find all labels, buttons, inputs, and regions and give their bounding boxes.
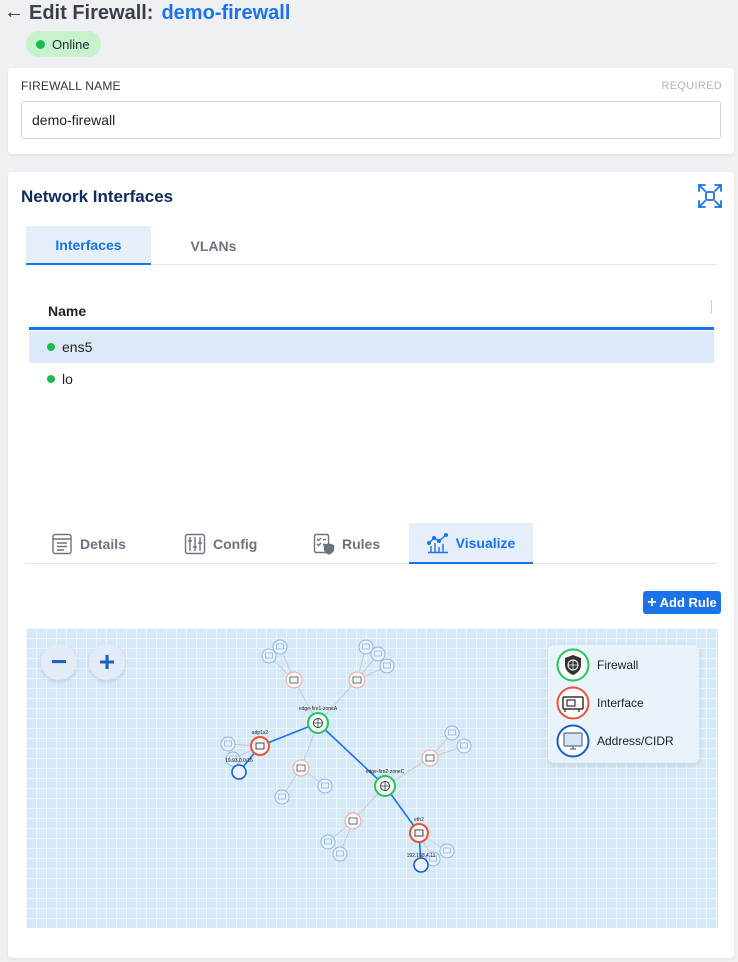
- tab-vlans[interactable]: VLANs: [190, 237, 237, 254]
- legend-item-interface: Interface: [556, 686, 644, 720]
- legend-label-firewall: Firewall: [597, 658, 639, 672]
- address-node[interactable]: [444, 725, 460, 741]
- legend-label-address: Address/CIDR: [597, 734, 674, 748]
- arrow-left-icon[interactable]: ←: [4, 1, 24, 23]
- tab-details-label: Details: [80, 535, 126, 552]
- address-node-active[interactable]: [231, 764, 247, 780]
- tab-config-label: Config: [213, 535, 258, 552]
- interface-node-active[interactable]: [409, 823, 429, 843]
- interface-node[interactable]: [285, 671, 303, 689]
- network-card-icon: [556, 686, 590, 720]
- graph-firewall-nodes: [307, 712, 396, 797]
- zoom-in-button[interactable]: +: [89, 644, 125, 680]
- firewall-title-name: demo-firewall: [161, 2, 291, 24]
- tab-details[interactable]: Details: [51, 523, 126, 564]
- column-header-name[interactable]: Name: [48, 303, 87, 319]
- address-node[interactable]: [320, 834, 336, 850]
- address-node[interactable]: [370, 646, 386, 662]
- graph-label-fw2: edge-fire2-zoneC: [366, 769, 405, 775]
- address-node[interactable]: [439, 843, 455, 859]
- add-rule-button[interactable]: + Add Rule: [643, 591, 721, 614]
- column-resize-handle[interactable]: [711, 300, 712, 314]
- graph-label-if1: adp1s2: [252, 730, 269, 736]
- interface-node[interactable]: [421, 749, 439, 767]
- firewall-name-card: FIREWALL NAME REQUIRED: [8, 68, 734, 154]
- graph-address-nodes: [220, 639, 472, 873]
- address-node[interactable]: [317, 778, 333, 794]
- status-dot-icon: [47, 375, 55, 383]
- firewall-name-label: FIREWALL NAME: [21, 79, 121, 93]
- interface-tabs: Interfaces VLANs: [26, 226, 717, 265]
- add-rule-label: Add Rule: [659, 595, 717, 610]
- legend-item-firewall: Firewall: [556, 648, 638, 682]
- detail-tabs: Details Config Rules Visualize: [25, 523, 717, 564]
- network-interfaces-card: Network Interfaces Interfaces VLANs Name…: [8, 172, 734, 958]
- graph-label-fw1: edge-fire1-zoneA: [299, 706, 338, 712]
- interface-node[interactable]: [292, 759, 310, 777]
- interface-node-active[interactable]: [250, 736, 270, 756]
- status-badge: Online: [26, 31, 101, 57]
- page-title-prefix: Edit Firewall:: [29, 2, 154, 24]
- sliders-icon: [184, 533, 206, 554]
- address-node[interactable]: [274, 789, 290, 805]
- address-node-active[interactable]: [413, 857, 429, 873]
- interface-node[interactable]: [348, 671, 366, 689]
- address-node[interactable]: [332, 846, 348, 862]
- firewall-name-input[interactable]: [21, 101, 721, 139]
- chart-line-icon: [426, 532, 448, 553]
- address-node[interactable]: [456, 738, 472, 754]
- table-header: Name: [29, 296, 714, 330]
- network-interfaces-title: Network Interfaces: [21, 187, 174, 206]
- legend-label-interface: Interface: [597, 696, 644, 710]
- zoom-out-button[interactable]: −: [41, 644, 77, 680]
- address-node[interactable]: [379, 658, 395, 674]
- globe-shield-icon: [556, 648, 590, 682]
- address-node[interactable]: [261, 648, 277, 664]
- graph-interface-nodes: [250, 671, 439, 843]
- address-node[interactable]: [272, 639, 288, 655]
- tab-config[interactable]: Config: [184, 523, 257, 564]
- page-title: Edit Firewall: demo-firewall: [29, 2, 290, 25]
- required-label: REQUIRED: [661, 80, 722, 92]
- tab-rules-label: Rules: [342, 535, 381, 552]
- graph-label-addr1: 10.93.0.0/16: [225, 758, 253, 764]
- graph-label-addr2: 192.168.4.11: [407, 853, 436, 859]
- interface-node[interactable]: [344, 812, 362, 830]
- status-dot-icon: [47, 343, 55, 351]
- firewall-node[interactable]: [307, 712, 329, 734]
- tab-visualize[interactable]: Visualize: [409, 523, 533, 564]
- network-graph-canvas[interactable]: edge-fire1-zoneA edge-fire2-zoneC adp1s2…: [26, 628, 718, 928]
- address-node[interactable]: [425, 851, 441, 867]
- fullscreen-icon[interactable]: [697, 183, 723, 209]
- table-row[interactable]: lo: [29, 363, 714, 395]
- legend-item-address: Address/CIDR: [556, 724, 674, 758]
- address-node[interactable]: [358, 639, 374, 655]
- tab-interfaces[interactable]: Interfaces: [26, 226, 151, 265]
- graph-label-if2: eth2: [414, 817, 424, 823]
- graph-legend: Firewall Interface Address/CIDR: [548, 645, 699, 763]
- status-text: Online: [52, 36, 90, 52]
- checklist-shield-icon: [313, 533, 335, 555]
- document-list-icon: [52, 533, 72, 554]
- address-node[interactable]: [225, 751, 241, 767]
- interface-name: lo: [62, 371, 73, 387]
- firewall-node[interactable]: [374, 775, 396, 797]
- plus-icon: +: [647, 593, 657, 611]
- page-header: ← Edit Firewall: demo-firewall Online: [0, 0, 738, 64]
- tab-rules[interactable]: Rules: [313, 523, 380, 564]
- table-row[interactable]: ens5: [29, 331, 714, 363]
- tab-visualize-label: Visualize: [455, 534, 516, 551]
- address-node[interactable]: [220, 736, 236, 752]
- graph-labels: edge-fire1-zoneA edge-fire2-zoneC adp1s2…: [225, 706, 436, 859]
- status-dot-icon: [36, 39, 45, 49]
- network-graph[interactable]: edge-fire1-zoneA edge-fire2-zoneC adp1s2…: [26, 628, 718, 928]
- interface-name: ens5: [62, 339, 93, 355]
- monitor-icon: [556, 724, 590, 758]
